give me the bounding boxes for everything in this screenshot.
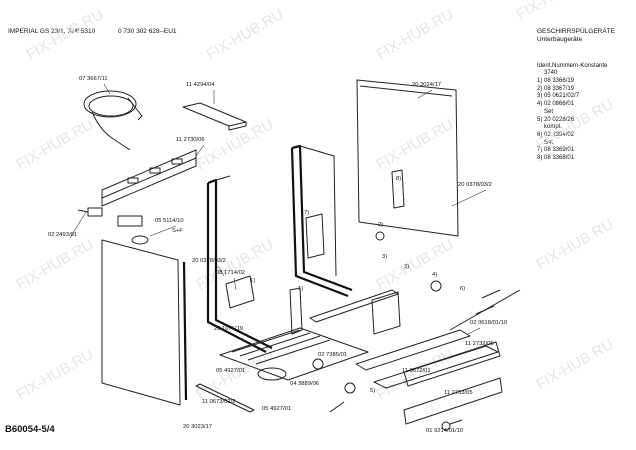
callout-marker: 5) bbox=[370, 388, 375, 394]
part-label: 04 3889/06 bbox=[290, 381, 319, 387]
watermark-text: FIX-HUB.RU bbox=[204, 6, 287, 64]
part-label: 02 0618/01/10 bbox=[470, 320, 507, 326]
watermark-text: FIX-HUB.RU bbox=[514, 0, 597, 23]
watermark-layer: FIX-HUB.RU FIX-HUB.RU FIX-HUB.RU FIX-HUB.RU… bbox=[14, 0, 617, 403]
rear-panel bbox=[356, 79, 459, 237]
watermark-text: FIX-HUB.RU bbox=[534, 96, 617, 154]
callout-marker: 8) bbox=[396, 176, 401, 182]
header-title: GESCHIRRSPÜLGERÄTE bbox=[537, 28, 616, 35]
part-number-labels: 07 3667/11 11 4294/04 20 3024/17 11 2730/06… bbox=[48, 76, 507, 434]
part-label: 11 2730/06 bbox=[176, 137, 205, 143]
callout-marker: 1) bbox=[250, 278, 255, 284]
callout-marker: 7) bbox=[304, 210, 309, 216]
part-label: 07 3667/11 bbox=[79, 76, 108, 82]
leader-line bbox=[417, 89, 433, 99]
part-label: 11 2732/05 bbox=[465, 341, 494, 347]
header-doc-number: 0 730 302 628--EU1 bbox=[118, 28, 177, 35]
ident-item: 1) 08 3366/19 bbox=[537, 78, 575, 84]
kick-plate bbox=[403, 341, 503, 425]
header-model: IMPERIAL GS 23/1, SMI 5310 bbox=[8, 28, 96, 35]
frame-left bbox=[206, 175, 273, 353]
part-label: 05 5114/10 bbox=[155, 218, 184, 224]
part-label: 20 3023/17 bbox=[183, 424, 212, 430]
ident-value: 3740 bbox=[544, 70, 558, 76]
cable-harness bbox=[83, 90, 143, 151]
frame-right bbox=[290, 144, 353, 298]
watermark-text: FIX-HUB.RU bbox=[14, 116, 97, 174]
callout-marker: 2) bbox=[378, 222, 383, 228]
callout-marker: 6) bbox=[460, 286, 465, 292]
part-label: 11 0672/01 bbox=[402, 368, 431, 374]
leader-lines bbox=[69, 83, 487, 335]
watermark-text: FIX-HUB.RU bbox=[24, 6, 107, 64]
watermark-text: FIX-HUB.RU bbox=[14, 346, 97, 404]
callout-marker: 1) bbox=[298, 286, 303, 292]
ident-item: Set bbox=[544, 139, 554, 146]
leader-line bbox=[103, 83, 111, 95]
part-label: 05 4927/01 bbox=[262, 406, 291, 412]
watermark-text: FIX-HUB.RU bbox=[374, 116, 457, 174]
part-label: 01 9214/01/10 bbox=[426, 428, 463, 434]
leader-line bbox=[69, 211, 87, 239]
callout-marker: 3) bbox=[404, 264, 409, 270]
base-tray bbox=[219, 327, 369, 381]
top-bracket-rail bbox=[101, 149, 197, 207]
leader-line bbox=[195, 144, 205, 157]
leader-line bbox=[149, 225, 177, 237]
part-label: 20 3024/17 bbox=[412, 82, 441, 88]
header-subtitle: Unterbaugeräte bbox=[537, 36, 583, 43]
part-label: 11 2733/05 bbox=[444, 390, 473, 396]
ident-item: 4) 02 0866/01 bbox=[537, 101, 575, 108]
ident-item: 5) 20 0228/26 bbox=[537, 116, 575, 123]
leader-line bbox=[451, 189, 487, 207]
ident-heading: Ident.Nummern-Konstante bbox=[537, 63, 608, 69]
drawing-reference: B60054-5/4 bbox=[5, 424, 55, 435]
part-label: 11 4294/04 bbox=[186, 82, 215, 88]
watermark-text: FIX-HUB.RU bbox=[374, 236, 457, 294]
part-label: 20 0378/03/2 bbox=[458, 182, 492, 188]
part-label: 05 4927/01 bbox=[216, 368, 245, 374]
ident-item: kompl. bbox=[544, 124, 562, 131]
watermark-text: FIX-HUB.RU bbox=[374, 6, 457, 64]
part-label: 08 1714/02 bbox=[216, 270, 245, 276]
part-label: 20 1076/19 bbox=[214, 326, 243, 332]
watermark-text: FIX-HUB.RU bbox=[14, 236, 97, 294]
part-label: 11 0673/02/2 bbox=[202, 399, 235, 405]
part-label: 02 7385/01 bbox=[318, 352, 347, 358]
part-label: S+F bbox=[172, 228, 183, 234]
callout-marker: 3) bbox=[382, 254, 387, 260]
ident-item: Set bbox=[544, 108, 554, 115]
part-label: 02 2493/01 bbox=[48, 232, 77, 238]
leader-line bbox=[233, 277, 237, 291]
ident-item: 3) 05 0621/02/7 bbox=[537, 93, 580, 100]
side-panel-left bbox=[101, 239, 188, 406]
ident-item: 7) 08 3369/01 bbox=[537, 147, 575, 154]
small-parts bbox=[77, 169, 501, 431]
ident-item: 8) 08 3368/01 bbox=[537, 155, 575, 161]
callout-marker: 4) bbox=[432, 272, 437, 278]
leader-line bbox=[467, 327, 481, 335]
ident-item: 2) 08 3367/19 bbox=[537, 85, 575, 92]
watermark-text: FIX-HUB.RU bbox=[534, 336, 617, 394]
leader-line bbox=[217, 265, 225, 277]
part-label: 20 0378/03/2 bbox=[192, 258, 226, 264]
top-channel bbox=[182, 102, 247, 131]
ident-item: 6) 02 2384/02 bbox=[537, 131, 575, 138]
watermark-text: FIX-HUB.RU bbox=[534, 216, 617, 274]
